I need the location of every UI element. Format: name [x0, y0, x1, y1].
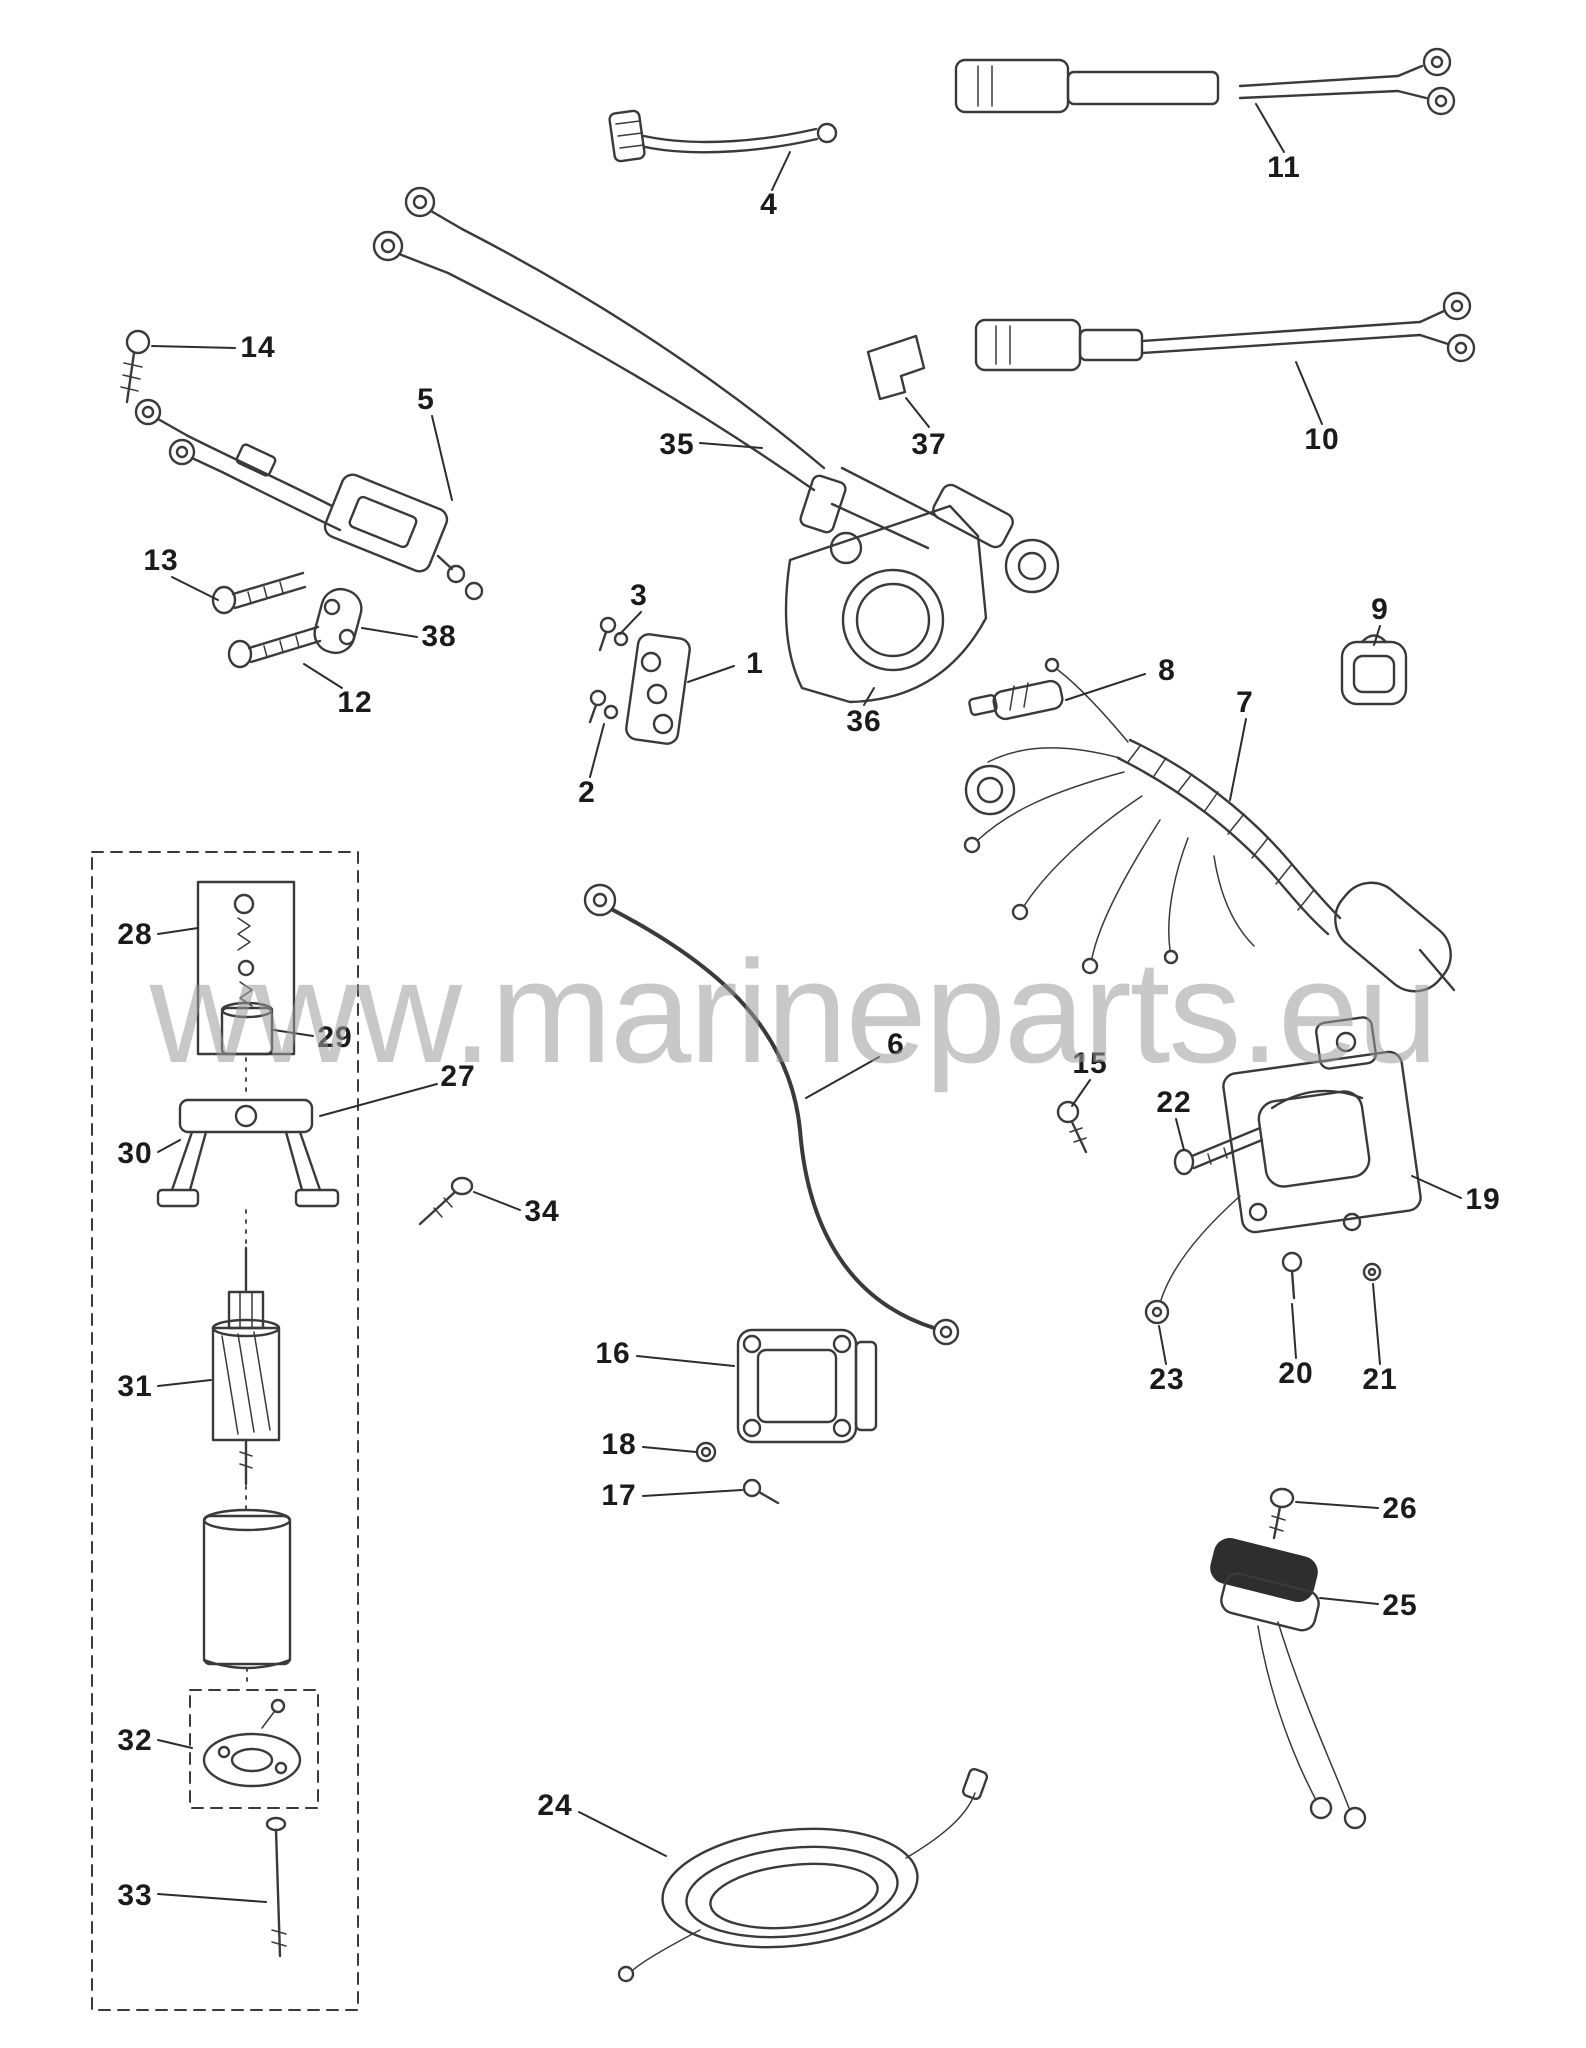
part-19-coil-assembly-art: [1144, 1016, 1422, 1325]
part-number-31: 31: [117, 1370, 153, 1403]
part-number-7: 7: [1236, 686, 1254, 719]
part-number-30: 30: [117, 1137, 153, 1170]
part-8-connector-art: [968, 679, 1064, 721]
part-number-18: 18: [601, 1428, 637, 1461]
part-5-switch-art: [134, 398, 484, 601]
part-16-coil-art: [695, 1328, 878, 1505]
part-number-15: 15: [1072, 1047, 1108, 1080]
part-number-8: 8: [1158, 654, 1176, 687]
part-number-37: 37: [911, 428, 947, 461]
part-37-clip-art: [866, 334, 926, 401]
starter-group-art: [91, 851, 474, 2011]
part-10-cable-art: [974, 291, 1476, 372]
part-number-5: 5: [417, 383, 435, 416]
part-number-36: 36: [846, 705, 882, 738]
part-number-26: 26: [1382, 1492, 1418, 1525]
part-14-screw-art: [120, 329, 151, 404]
part-4-lanyard-art: [608, 109, 838, 163]
part-number-32: 32: [117, 1724, 153, 1757]
part-25-switch-art: [1210, 1487, 1367, 1830]
part-number-2: 2: [578, 776, 596, 809]
part-number-22: 22: [1156, 1086, 1192, 1119]
part-number-11: 11: [1267, 151, 1301, 184]
part-number-14: 14: [240, 331, 276, 364]
part-number-27: 27: [440, 1060, 476, 1093]
part-number-9: 9: [1371, 593, 1389, 626]
part-38-plate-art: [313, 587, 363, 655]
part-number-3: 3: [630, 579, 648, 612]
part-number-23: 23: [1149, 1363, 1185, 1396]
part-number-19: 19: [1465, 1183, 1501, 1216]
part-11-cable-art: [954, 47, 1456, 116]
part-36-bracket-art: [784, 474, 988, 704]
part-35-lead-art: [372, 186, 1060, 594]
part-number-29: 29: [317, 1021, 353, 1054]
part-number-20: 20: [1278, 1357, 1314, 1390]
part-15-bolt-art: [1056, 1100, 1088, 1154]
part-number-1: 1: [746, 647, 764, 680]
part-number-10: 10: [1304, 423, 1340, 456]
part-number-12: 12: [337, 686, 373, 719]
part-number-38: 38: [421, 620, 457, 653]
part-13-12-bolts-art: [211, 571, 322, 669]
part-number-17: 17: [601, 1479, 637, 1512]
part-number-33: 33: [117, 1879, 153, 1912]
leader-lines: [151, 103, 1462, 1903]
part-number-28: 28: [117, 918, 153, 951]
part-number-16: 16: [595, 1337, 631, 1370]
part-7-harness-art: [963, 657, 1456, 993]
part-number-21: 21: [1362, 1363, 1398, 1396]
part-number-25: 25: [1382, 1589, 1418, 1622]
part-number-6: 6: [887, 1028, 905, 1061]
part-number-34: 34: [524, 1195, 560, 1228]
part-number-35: 35: [659, 428, 695, 461]
part-6-cable-art: [583, 883, 960, 1346]
part-24-coil-art: [617, 1767, 989, 1983]
part-number-24: 24: [537, 1789, 573, 1822]
part-number-4: 4: [760, 188, 778, 221]
part-number-13: 13: [143, 544, 179, 577]
